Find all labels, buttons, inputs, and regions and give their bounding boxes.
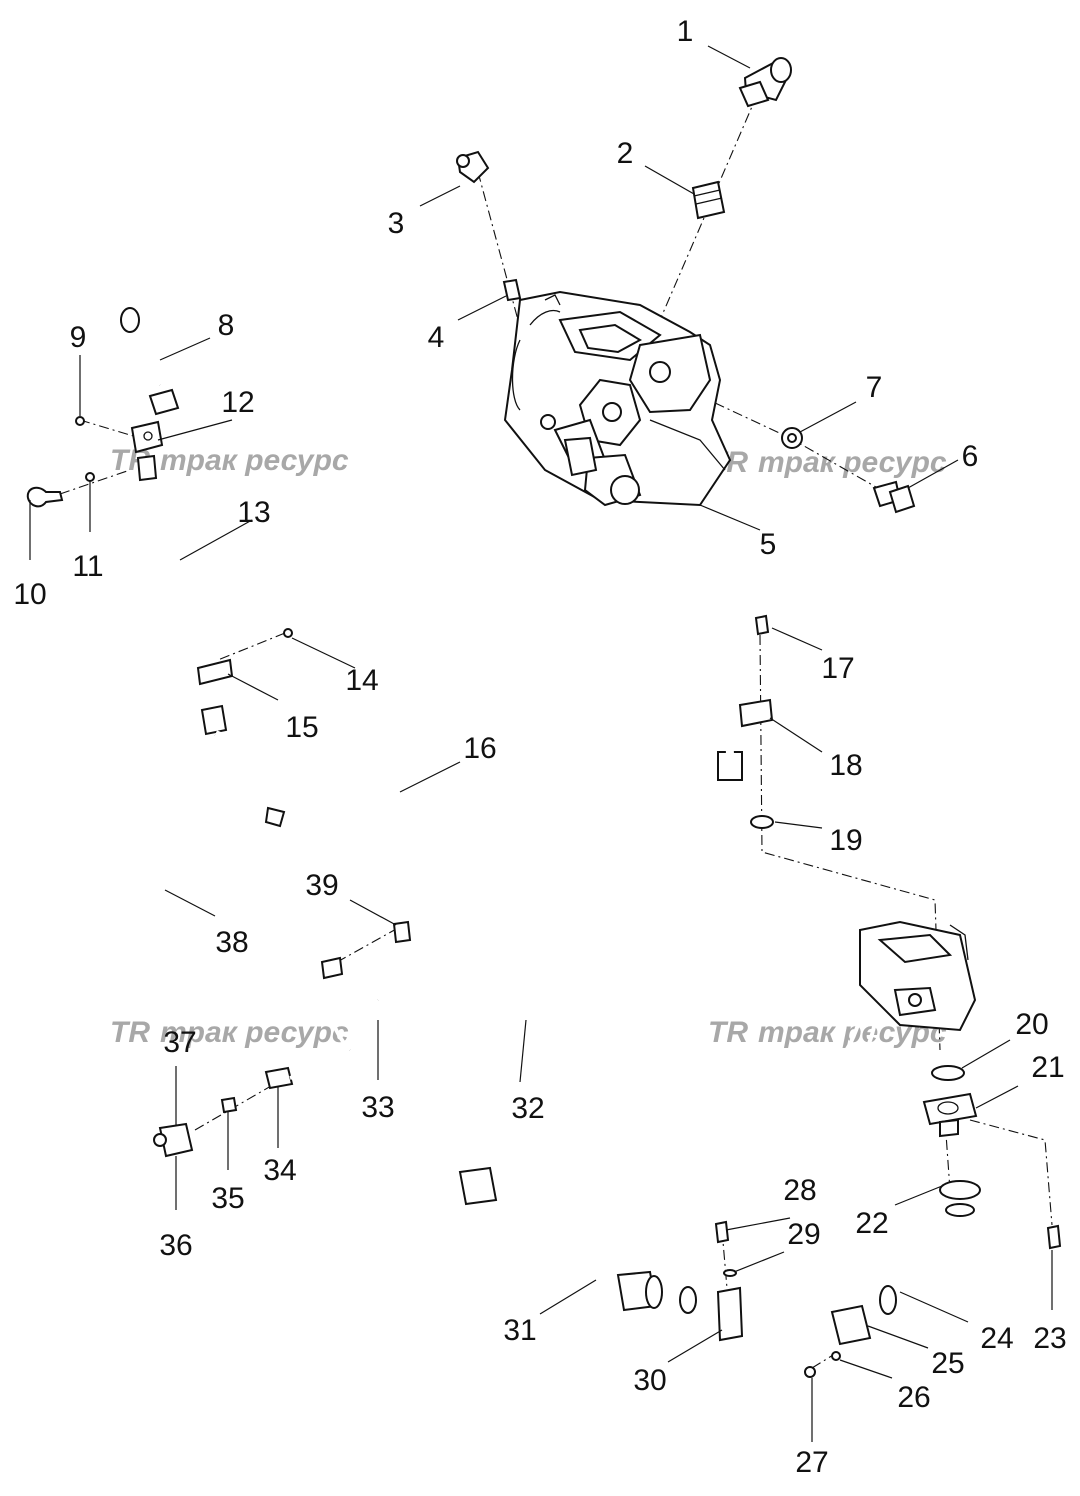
callout-32: 32 (511, 1092, 544, 1125)
callout-27: 27 (795, 1446, 828, 1479)
bolt-27 (804, 1366, 816, 1378)
bolt-17 (754, 614, 770, 636)
screw-9 (75, 416, 85, 426)
callout-20: 20 (1015, 1008, 1048, 1041)
callout-23: 23 (1033, 1322, 1066, 1355)
control-valve-5 (503, 290, 732, 507)
washer-11 (85, 472, 95, 482)
callout-6: 6 (962, 440, 979, 473)
callout-22: 22 (855, 1207, 888, 1240)
control-valve-bottom (859, 920, 977, 1032)
hose-38 (150, 806, 286, 1141)
oring-20 (931, 1065, 965, 1081)
bolt-28 (714, 1220, 730, 1244)
callout-28: 28 (783, 1174, 816, 1207)
banjo-10 (26, 486, 64, 508)
callout-38: 38 (215, 926, 248, 959)
callout-15: 15 (285, 711, 318, 744)
fitting-34 (264, 1066, 294, 1090)
watermark-logo: TR (708, 1016, 748, 1049)
pipe-13 (136, 454, 220, 713)
callout-19: 19 (829, 824, 862, 857)
callout-7: 7 (866, 371, 883, 404)
plug-39 (392, 920, 412, 944)
callout-31: 31 (503, 1314, 536, 1347)
hose-33 (289, 956, 882, 1080)
watermark-logo: TR (110, 1016, 150, 1049)
callout-12: 12 (221, 386, 254, 419)
elbow-fitting-1 (738, 57, 792, 108)
callout-5: 5 (760, 528, 777, 561)
bracket-30 (716, 1286, 744, 1342)
callout-21: 21 (1031, 1051, 1064, 1084)
watermark-top-right: TR трак ресурс (708, 446, 947, 479)
callout-10: 10 (13, 578, 46, 611)
plug-35 (220, 1096, 238, 1114)
hose-31 (458, 1166, 663, 1312)
callout-1: 1 (677, 15, 694, 48)
callout-3: 3 (388, 207, 405, 240)
callout-11: 11 (72, 550, 103, 583)
clamp-22 (939, 1180, 981, 1200)
leader-lines (29, 45, 1053, 1442)
callout-numbers: 1 2 3 4 5 6 7 8 9 10 11 12 13 14 15 16 1… (13, 15, 1066, 1479)
callout-17: 17 (821, 652, 854, 685)
watermark-bottom-left: TR трак ресурс (110, 1016, 349, 1049)
callout-24: 24 (980, 1322, 1013, 1355)
callout-33: 33 (361, 1091, 394, 1124)
flange-21 (922, 1092, 978, 1138)
washer-26 (831, 1351, 841, 1361)
hose-16 (200, 681, 758, 851)
pipe-25 (679, 1286, 872, 1346)
nipple-4 (502, 278, 522, 302)
callout-18: 18 (829, 749, 862, 782)
callout-8: 8 (218, 309, 235, 342)
callout-36: 36 (159, 1229, 192, 1262)
callout-14: 14 (345, 664, 378, 697)
hose-24 (879, 1203, 975, 1315)
block-36 (153, 1122, 194, 1158)
callout-2: 2 (617, 137, 634, 170)
oring-19 (750, 815, 774, 829)
callout-37: 37 (163, 1026, 196, 1059)
hose-32 (376, 967, 887, 1080)
callout-25: 25 (931, 1347, 964, 1380)
callout-34: 34 (263, 1154, 296, 1187)
elbow-fitting-3 (456, 150, 490, 184)
bracket-12 (130, 420, 164, 454)
washer-29 (723, 1269, 737, 1277)
pipe-8 (120, 307, 180, 416)
bolt-14 (283, 628, 293, 638)
adapter-2 (691, 180, 726, 220)
callout-29: 29 (787, 1218, 820, 1251)
callout-4: 4 (428, 321, 445, 354)
callout-9: 9 (70, 321, 87, 354)
callout-16: 16 (463, 732, 496, 765)
bolt-6 (872, 480, 916, 514)
watermark-text: трак ресурс (160, 444, 349, 477)
callout-13: 13 (237, 496, 270, 529)
watermark-text: трак ресурс (160, 1016, 349, 1049)
washer-7 (781, 427, 803, 449)
bolt-23 (1046, 1224, 1062, 1250)
clamp-15 (196, 658, 234, 686)
clamp-18 (738, 698, 774, 728)
callout-39: 39 (305, 869, 338, 902)
callout-26: 26 (897, 1381, 930, 1414)
callout-35: 35 (211, 1182, 244, 1215)
callout-30: 30 (633, 1364, 666, 1397)
